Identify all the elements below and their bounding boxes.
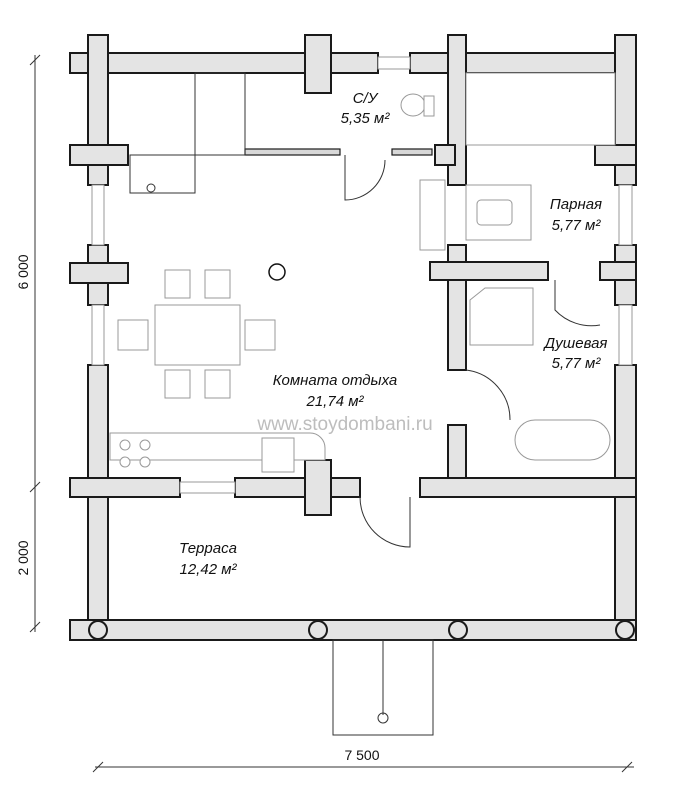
fixtures: [109, 72, 616, 736]
watermark: www.stoydombani.ru: [256, 414, 432, 435]
dimension-house-depth: 6 000: [15, 254, 31, 289]
room-name-terrasa: Терраса: [179, 540, 237, 557]
dimension-lines: [29, 54, 634, 773]
dimension-width: 7 500: [344, 747, 379, 763]
room-name-parnaya: Парная: [550, 196, 602, 213]
room-name-su: С/У: [353, 90, 379, 107]
room-area-su: 5,35 м²: [341, 110, 391, 127]
dimension-terrace-depth: 2 000: [15, 540, 31, 575]
room-name-komnata: Комната отдыха: [273, 372, 398, 389]
room-area-terrasa: 12,42 м²: [180, 561, 238, 578]
room-name-dushevaya: Душевая: [543, 335, 608, 352]
room-area-dushevaya: 5,77 м²: [552, 355, 602, 372]
room-area-komnata: 21,74 м²: [306, 393, 365, 410]
walls: [69, 34, 637, 641]
room-area-parnaya: 5,77 м²: [552, 217, 602, 234]
